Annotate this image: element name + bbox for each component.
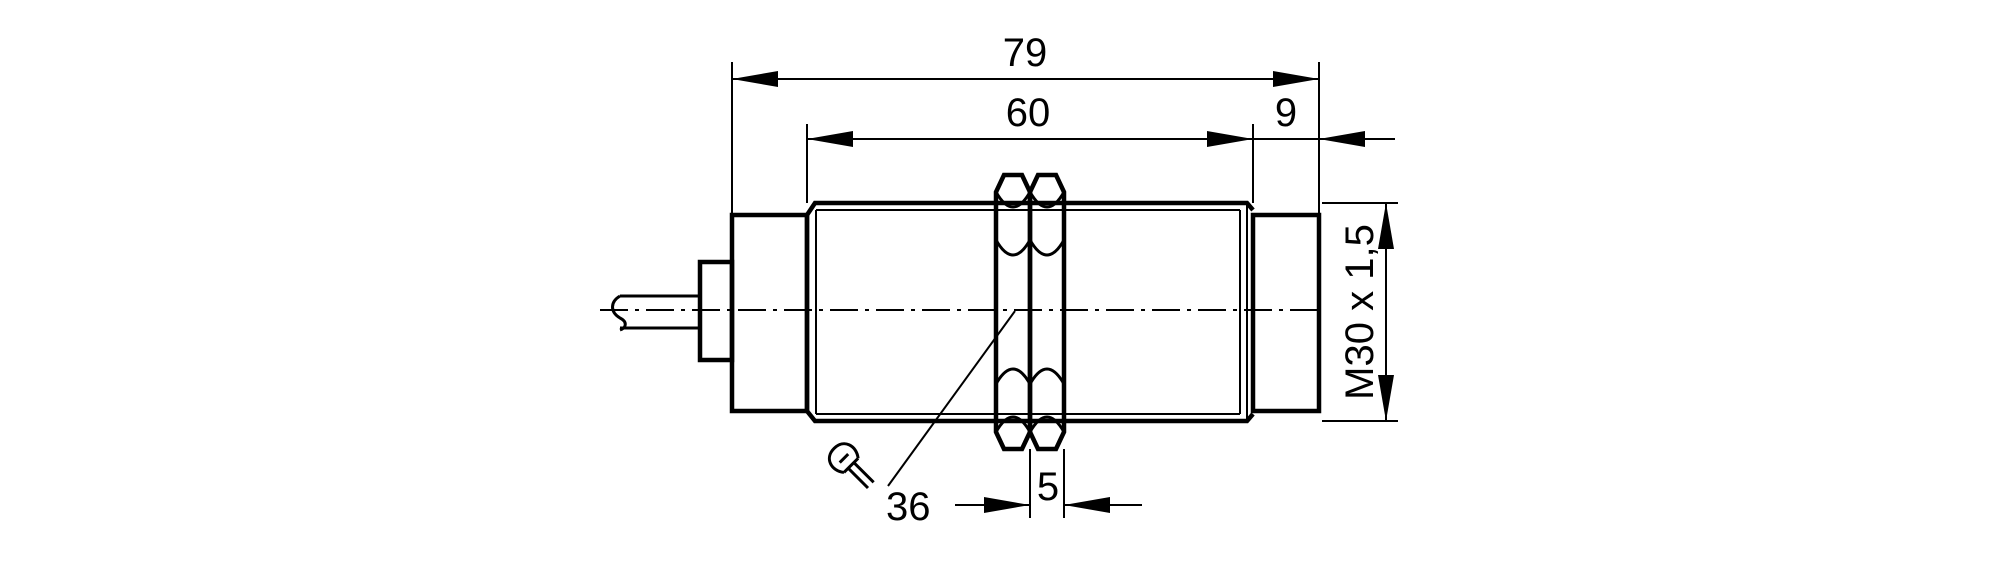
dimension-nut-thickness: 5 [955, 449, 1142, 518]
sensor-body [611, 172, 1322, 452]
front-cap [1250, 212, 1322, 414]
dimension-label-5: 5 [1037, 465, 1059, 509]
wrench-leader-line [887, 310, 1016, 487]
dimension-overall-length: 79 [731, 31, 1320, 213]
cable [611, 294, 700, 332]
wrench-icon [827, 442, 875, 490]
rear-housing [729, 212, 810, 414]
dimension-label-thread: M30 x 1,5 [1338, 224, 1382, 400]
wrench-size-callout: 36 [827, 310, 1016, 529]
dimension-thread-length: 60 [806, 91, 1254, 203]
dimension-label-9: 9 [1275, 91, 1297, 135]
dimension-label-79: 79 [1003, 31, 1048, 75]
hex-nut-right [1027, 172, 1067, 452]
dimension-label-60: 60 [1006, 91, 1051, 135]
dimension-label-36: 36 [886, 485, 931, 529]
dimension-cap-length: 9 [1253, 91, 1395, 147]
hex-nut-left [993, 172, 1033, 452]
dimension-thread-spec: M30 x 1,5 [1322, 202, 1398, 422]
